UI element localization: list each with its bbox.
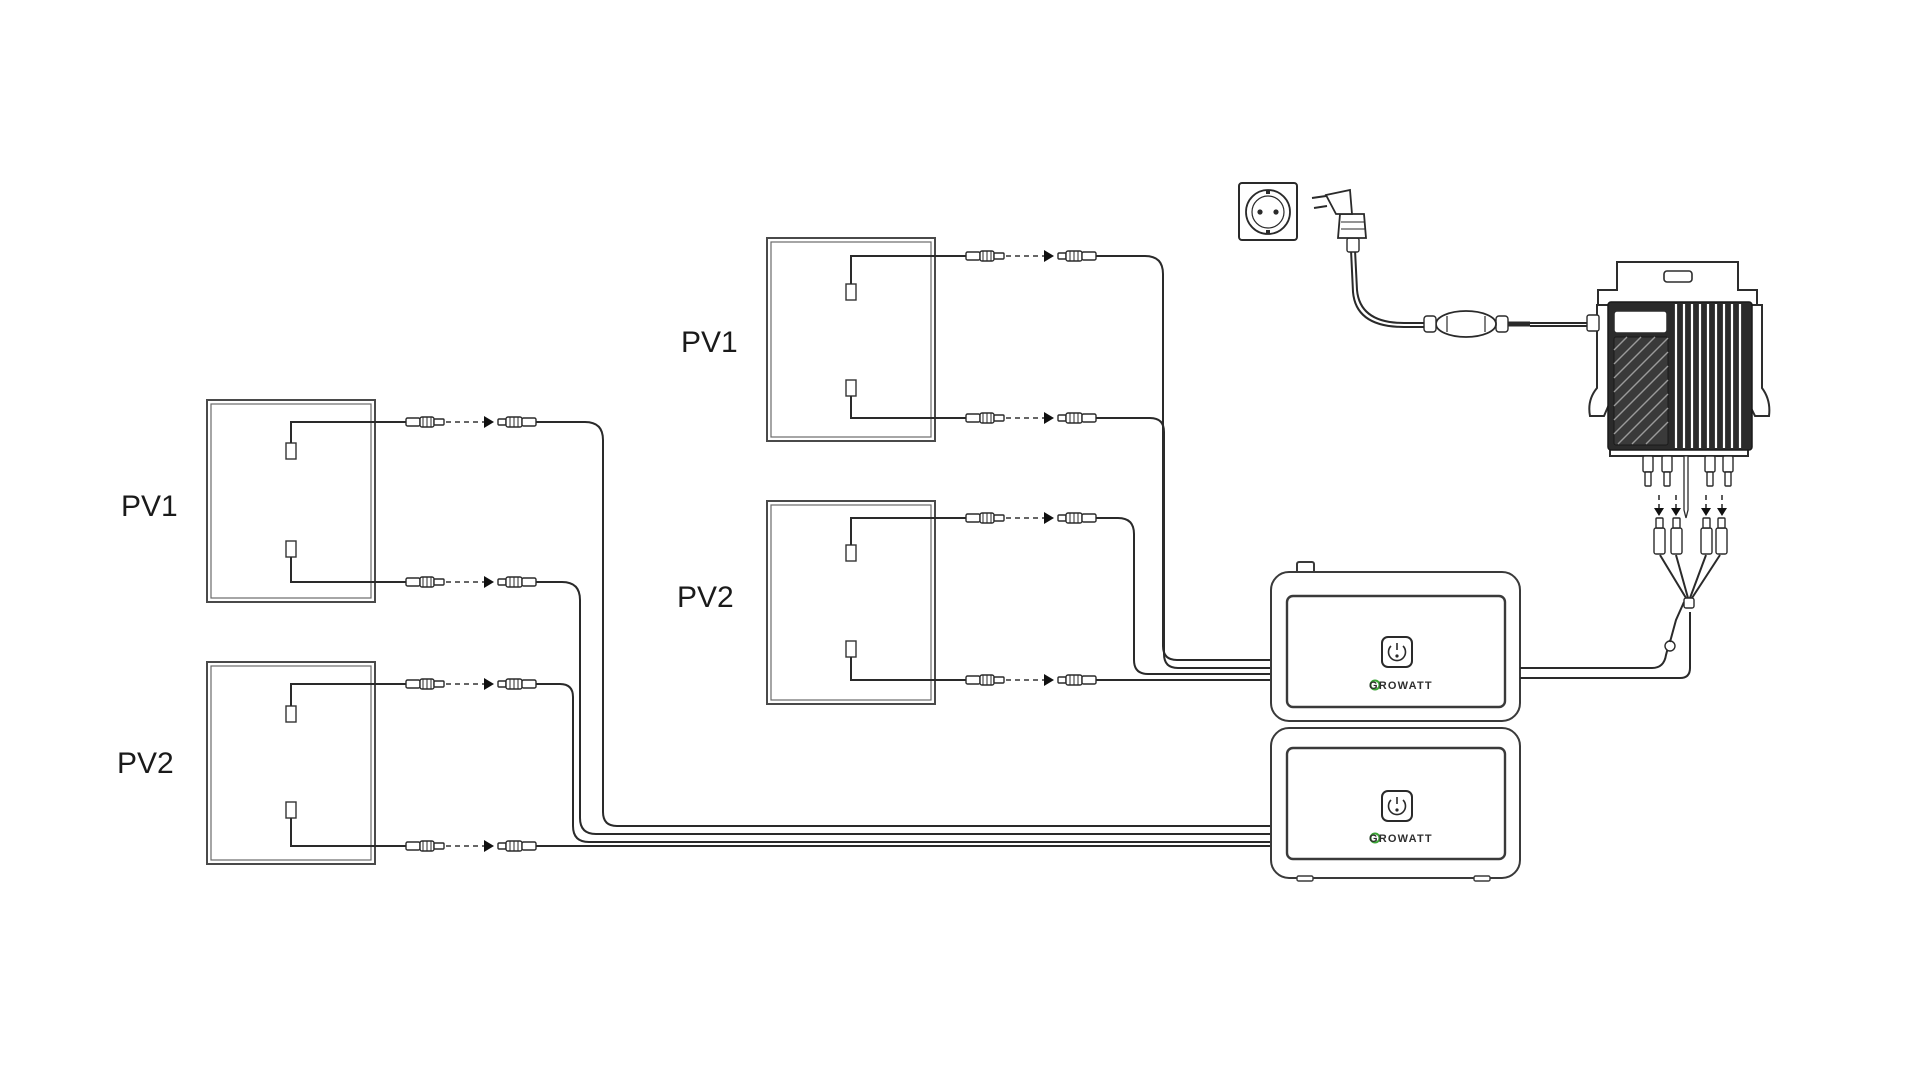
junction-box (845, 640, 857, 658)
ac-cable-assembly (1238, 182, 1587, 338)
brand-label-upper: GROWATT (1369, 680, 1433, 692)
growatt-logo: GROWATT (1369, 832, 1433, 845)
label-pv1-left: PV1 (121, 490, 178, 523)
junction-box (285, 442, 297, 460)
inverter-hatched-panel (1613, 336, 1669, 446)
cable-connector-coupler (1423, 310, 1509, 338)
ground-lug (1683, 455, 1689, 519)
y-splitter-hub (1683, 597, 1695, 609)
schuko-wall-socket-icon (1238, 182, 1298, 241)
micro-inverter (1586, 261, 1771, 519)
junction-box (285, 801, 297, 819)
junction-box (285, 540, 297, 558)
junction-box (845, 283, 857, 301)
middle-pv-group: PV1 PV2 (677, 237, 1272, 705)
solar-panel-left-pv2 (206, 661, 408, 865)
brand-label-lower: GROWATT (1369, 833, 1433, 845)
inverter-label-plate (1613, 310, 1668, 334)
battery-to-inverter-cables (1520, 495, 1728, 679)
label-pv2-mid: PV2 (677, 581, 734, 614)
solar-panel-mid-pv2 (766, 500, 968, 705)
inverter-input-connectors (1653, 517, 1728, 555)
power-button-icon[interactable] (1381, 636, 1413, 668)
junction-box (845, 379, 857, 397)
battery-stack: GROWATT GROWATT (1270, 561, 1521, 882)
inverter-fins (1674, 304, 1742, 448)
battery-unit-lower: GROWATT (1270, 727, 1521, 882)
label-pv2-left: PV2 (117, 747, 174, 780)
junction-box (285, 705, 297, 723)
inverter-connection-arrows (1654, 495, 1727, 516)
junction-box (845, 544, 857, 562)
inverter-dc-ports (1642, 455, 1734, 519)
left-connector-pairs (405, 416, 537, 852)
left-cables-to-lower-battery (536, 421, 1272, 847)
solar-panel-left-pv1 (206, 399, 408, 603)
schuko-plug-icon (1311, 188, 1367, 253)
power-button-icon[interactable] (1381, 790, 1413, 822)
middle-connector-pairs (965, 250, 1097, 686)
ac-output-port (1586, 314, 1600, 332)
solar-panel-mid-pv1 (766, 237, 968, 442)
middle-cables-to-upper-battery (1096, 255, 1272, 681)
label-pv1-mid: PV1 (681, 326, 738, 359)
left-pv-group: PV1 PV2 (117, 399, 1272, 865)
growatt-logo: GROWATT (1369, 679, 1433, 692)
y-splitter-joint (1664, 640, 1676, 652)
battery-unit-upper: GROWATT (1270, 561, 1521, 722)
